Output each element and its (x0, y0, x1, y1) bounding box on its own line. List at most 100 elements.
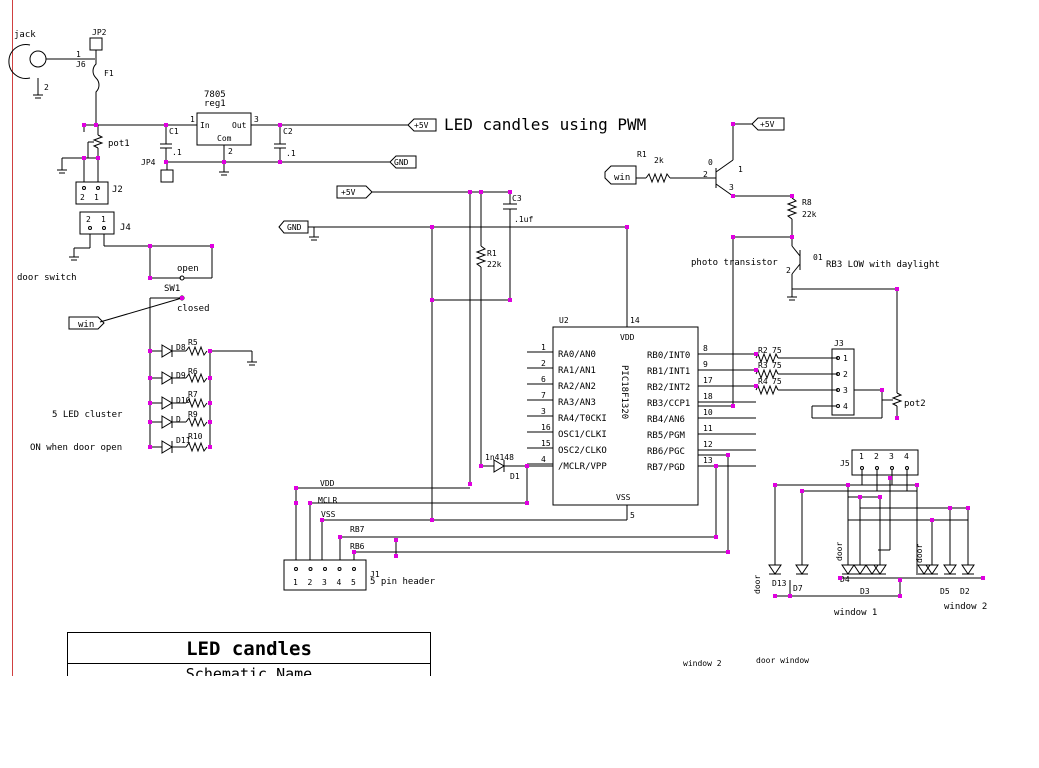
junction-node (714, 535, 718, 539)
j5-pin-number: 1 (859, 452, 864, 461)
door-label-1: door (753, 575, 762, 594)
hdr-vdd: VDD (320, 479, 335, 488)
capacitor-c2: C2 .1 (274, 125, 296, 162)
gnd-label-mid: GND (278, 220, 309, 234)
junction-node (96, 156, 100, 160)
photo-transistor-label: photo transistor (691, 258, 778, 268)
j3-pin3: 3 (843, 386, 848, 395)
junction-node (148, 445, 152, 449)
u2-pin-name: RB2/INT2 (647, 383, 690, 393)
transistor-q0: 0 1 2 3 (703, 124, 743, 197)
d4-label: D4 (840, 575, 850, 584)
photo-transistor-q1: 01 2 (786, 237, 823, 289)
c2-ref: C2 (283, 127, 293, 136)
u2-pin-number: 4 (541, 455, 546, 464)
junction-nodes (82, 122, 985, 598)
u2-pin-number: 10 (703, 408, 713, 417)
junction-node (898, 578, 902, 582)
header-pin-number: 2 (308, 578, 313, 587)
junction-node (338, 535, 342, 539)
u2-pin-name: RB0/INT0 (647, 351, 690, 361)
r8-ref: R8 (802, 198, 812, 207)
j5-pin-number: 2 (874, 452, 879, 461)
junction-node (754, 384, 758, 388)
junction-node (148, 376, 152, 380)
u2-pin-number: 8 (703, 344, 708, 353)
j4-connector: 2 1 J4 (79, 211, 131, 235)
resistor-r8: R8 22k (786, 196, 817, 237)
junction-node (479, 464, 483, 468)
hdr-mclr: MCLR (318, 496, 337, 505)
j2-pin-a: 2 (80, 193, 85, 202)
header-pin-dot (323, 567, 327, 571)
j4-pin-a: 2 (86, 215, 91, 224)
led-row (150, 396, 208, 410)
u2-pin-number: 7 (541, 391, 546, 400)
reg-pin1: 1 (190, 115, 195, 124)
d1-ref: D1 (510, 472, 520, 481)
header-pin-number: 4 (337, 578, 342, 587)
r1b-ref: R1 (637, 150, 647, 159)
junction-node (278, 123, 282, 127)
junction-node (208, 401, 212, 405)
j5-pin-dot (890, 466, 894, 470)
junction-node (222, 160, 226, 164)
door-label-3: door (915, 544, 924, 563)
j5-pin-dot (875, 466, 879, 470)
reg-out: Out (232, 121, 247, 130)
junction-node (930, 518, 934, 522)
capacitor-c1: C1 .1 (160, 125, 182, 162)
gnd-text-top: GND (394, 158, 409, 167)
j4-pin-b: 1 (101, 215, 106, 224)
r4-ref: R4 (758, 377, 768, 386)
junction-node (888, 476, 892, 480)
junction-node (731, 194, 735, 198)
r1-ref: R1 (487, 249, 497, 258)
junction-node (948, 506, 952, 510)
plus5-text-right: +5V (760, 120, 775, 129)
jp2-jumper: JP2 (89, 28, 107, 59)
junction-node (394, 554, 398, 558)
q1-pin2: 2 (786, 266, 791, 275)
j4-label: J4 (120, 223, 131, 233)
hdr-vss: VSS (321, 510, 336, 519)
pot1-label: pot1 (108, 139, 130, 149)
r6-label: R6 (188, 367, 198, 376)
u2-ref: U2 (559, 316, 569, 325)
header-pin-dot (308, 567, 313, 571)
plus5-label-mid: +5V (336, 185, 373, 199)
header-pin-number: 5 (351, 578, 356, 587)
pic18f1320-chip: U2 VDD VSS PIC18F1320 1RA0/AN02RA1/AN16R… (527, 316, 756, 506)
led-row (150, 344, 252, 358)
junction-node (164, 123, 168, 127)
junction-node (525, 501, 529, 505)
hdr-rb6: RB6 (350, 542, 365, 551)
jp4-label: JP4 (141, 158, 156, 167)
u2-pin-number: 6 (541, 375, 546, 384)
u2-pin14: 14 (630, 316, 640, 325)
led-row (150, 440, 208, 454)
sw1-label: SW1 (164, 284, 180, 294)
junction-node (148, 401, 152, 405)
d8-label: D8 (176, 343, 186, 352)
u2-left-pins: 1RA0/AN02RA1/AN16RA2/AN27RA3/AN33RA4/T0C… (527, 343, 607, 472)
c2-val: .1 (286, 149, 296, 158)
junction-node (878, 495, 882, 499)
junction-node (148, 349, 152, 353)
junction-node (773, 483, 777, 487)
r10-label: R10 (188, 432, 203, 441)
junction-node (210, 244, 214, 248)
title-block: LED candles Schematic Name (67, 632, 431, 676)
d13-label: D13 (772, 579, 787, 588)
junction-node (82, 123, 86, 127)
u2-pin-name: RA0/AN0 (558, 350, 596, 360)
j5-pin-number: 4 (904, 452, 909, 461)
junction-node (468, 482, 472, 486)
u2-pin-name: OSC1/CLKI (558, 430, 607, 440)
u2-pin-name: RB6/PGC (647, 447, 685, 457)
door-switch-label: door switch (17, 273, 77, 283)
header-pin-number: 1 (293, 578, 298, 587)
reg-pin3: 3 (254, 115, 259, 124)
sw1-closed-label: closed (177, 304, 210, 314)
